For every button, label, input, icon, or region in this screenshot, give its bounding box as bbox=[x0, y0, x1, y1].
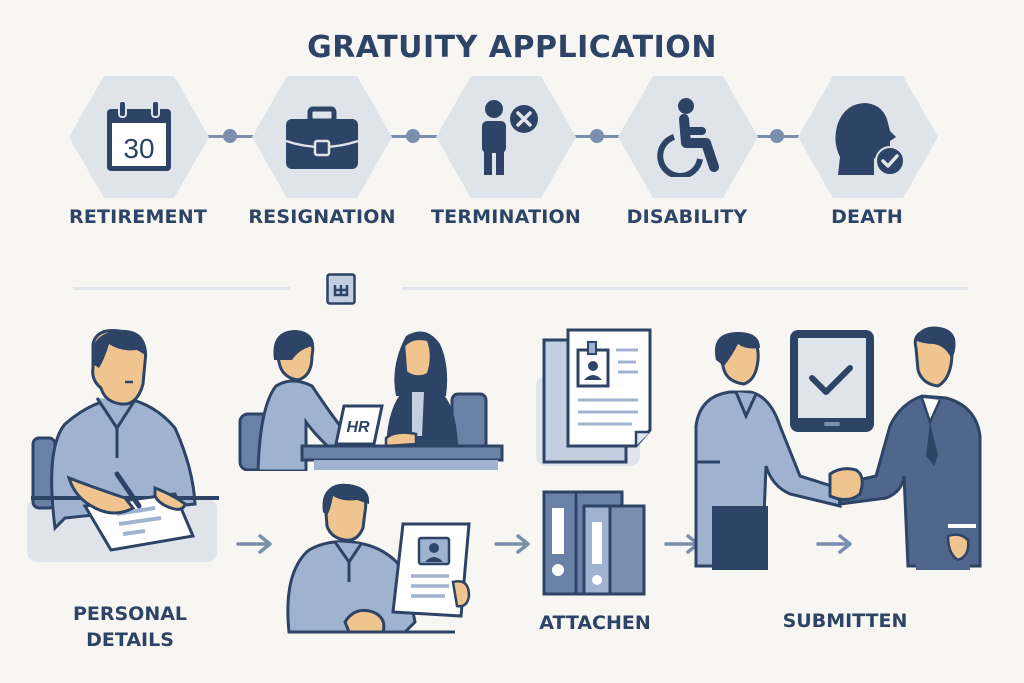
section-divider bbox=[402, 287, 968, 290]
category-label-resignation: RESIGNATION bbox=[248, 206, 396, 228]
illustration-documents-and-binders bbox=[532, 326, 662, 606]
calendar-small-icon bbox=[326, 273, 356, 305]
head-check-icon bbox=[835, 103, 905, 176]
illustration-man-writing-form bbox=[25, 328, 225, 568]
arrow-right-icon bbox=[494, 532, 534, 560]
connector-dot bbox=[223, 129, 237, 143]
page-title: GRATUITY APPLICATION bbox=[307, 30, 717, 65]
illustration-hr-meeting: HR bbox=[236, 326, 506, 471]
illustration-man-holding-id-document bbox=[265, 482, 485, 642]
step-label-submitten: SUBMITTEN bbox=[782, 610, 908, 632]
category-label-disability: DISABILITY bbox=[626, 206, 748, 228]
step-label-attachen: ATTACHEN bbox=[539, 612, 651, 634]
category-label-retirement: RETIREMENT bbox=[69, 206, 207, 228]
category-resignation bbox=[252, 76, 392, 198]
svg-text:30: 30 bbox=[123, 133, 154, 164]
illustration-handshake-with-tablet-check bbox=[690, 326, 990, 571]
category-label-termination: TERMINATION bbox=[431, 206, 581, 228]
calendar-icon: 30 bbox=[107, 100, 171, 171]
wheelchair-icon bbox=[657, 98, 719, 177]
connector-dot bbox=[770, 129, 784, 143]
connector-dot bbox=[590, 129, 604, 143]
category-death bbox=[798, 76, 938, 198]
svg-text:HR: HR bbox=[346, 419, 370, 436]
person-x-icon bbox=[482, 100, 538, 175]
arrow-right-icon bbox=[816, 532, 856, 560]
category-label-death: DEATH bbox=[831, 206, 903, 228]
category-retirement: 30 bbox=[69, 76, 209, 198]
briefcase-icon bbox=[285, 106, 359, 169]
step-label-line1: PERSONAL bbox=[72, 603, 188, 625]
step-label-line2: DETAILS bbox=[86, 628, 174, 651]
connector-dot bbox=[406, 129, 420, 143]
category-disability bbox=[618, 76, 758, 198]
section-divider bbox=[73, 287, 290, 290]
step-label-personal-details: PERSONAL DETAILS bbox=[60, 602, 200, 653]
category-termination bbox=[436, 76, 576, 198]
arrow-right-icon bbox=[236, 532, 276, 560]
